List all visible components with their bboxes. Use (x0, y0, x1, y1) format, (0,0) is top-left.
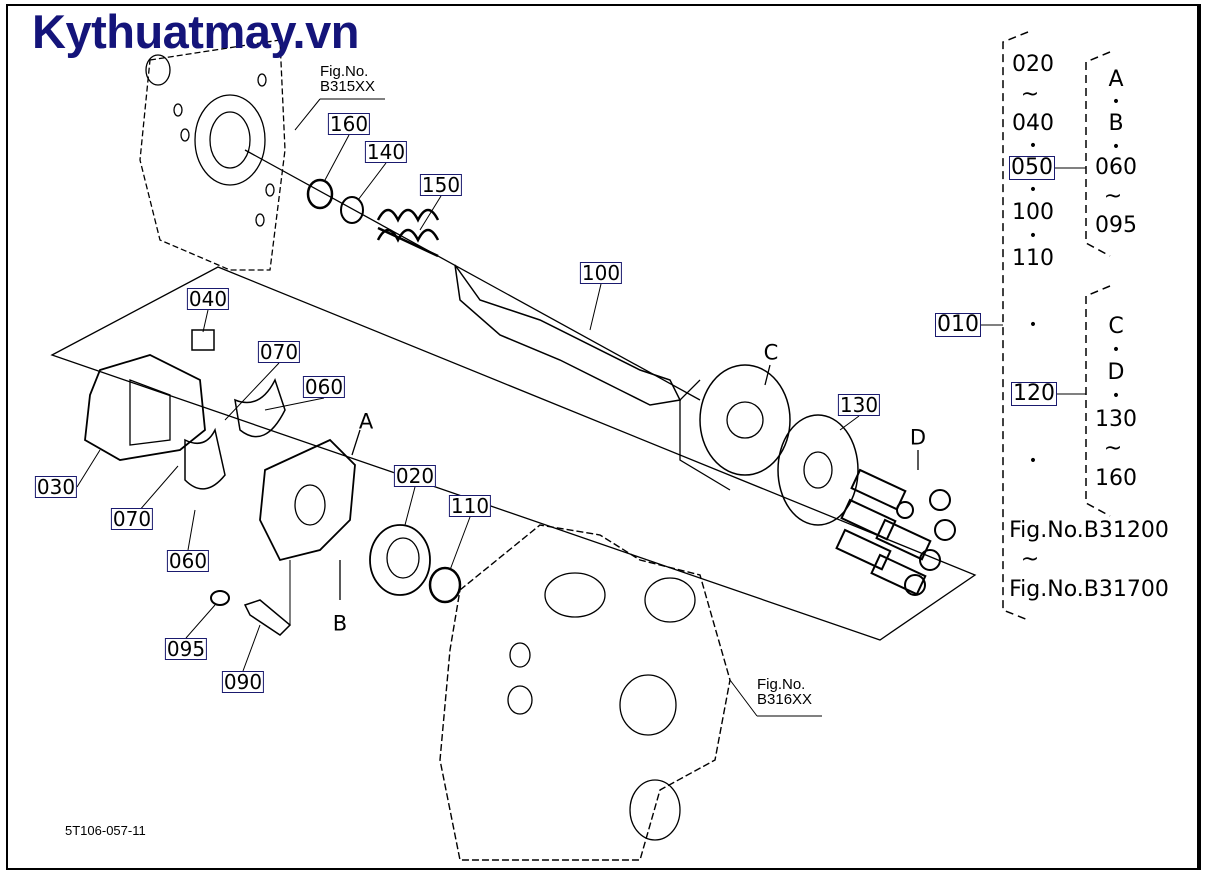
fig-range-tilde: ~ (1020, 547, 1040, 572)
spring-150 (376, 208, 440, 258)
fig-ref-bottom[interactable]: Fig.No.B316XX (757, 676, 813, 708)
fig-ref-top[interactable]: Fig.No.B315XX (320, 63, 376, 95)
group-outline (50, 266, 977, 641)
legend-group1-item: ~ (1103, 184, 1123, 209)
legend-item: 100 (1012, 200, 1054, 225)
legend-group1-item: • (1111, 139, 1121, 155)
nut-040 (191, 329, 215, 351)
part-label-070[interactable]: 070 (110, 507, 154, 531)
o-ring-095 (210, 590, 230, 606)
legend-group1-item: 095 (1095, 213, 1137, 238)
part-label-160[interactable]: 160 (327, 112, 371, 136)
seat-060 (184, 378, 286, 490)
legend-item: • (1028, 138, 1038, 154)
watermark-logo: Kythuatmay.vn (32, 5, 359, 58)
pistons-d (835, 468, 956, 596)
legend-group2-item: 160 (1095, 466, 1137, 491)
cover-plate (139, 39, 286, 271)
legend-group2-item: D (1107, 360, 1125, 385)
legend-item: 110 (1012, 246, 1054, 271)
port-ring (145, 54, 171, 86)
part-label-070[interactable]: 070 (257, 340, 301, 364)
part-label-140[interactable]: 140 (364, 140, 408, 164)
legend-brackets (1002, 31, 1111, 621)
legend-item: ~ (1020, 82, 1040, 107)
shaft-100 (454, 264, 682, 406)
part-label-095[interactable]: 095 (164, 637, 208, 661)
part-label-030[interactable]: 030 (34, 475, 78, 499)
part-label-060[interactable]: 060 (302, 375, 346, 399)
legend-group2-item: ~ (1103, 436, 1123, 461)
legend-group1-item: A (1108, 67, 1124, 92)
fig-range-end[interactable]: Fig.No.B31700 (1009, 577, 1169, 602)
axis-line (244, 149, 701, 401)
legend-item: • (1028, 453, 1038, 469)
valve-plate-130 (777, 414, 859, 526)
swash-plate-ring (194, 94, 266, 186)
part-label-100[interactable]: 100 (579, 261, 623, 285)
letter-d: D (909, 425, 927, 450)
holder-030 (84, 354, 206, 461)
fig-range-start[interactable]: Fig.No.B31200 (1009, 518, 1169, 543)
letter-a: A (358, 409, 374, 434)
main-housing (439, 524, 731, 861)
legend-label-050[interactable]: 050 (1009, 155, 1055, 180)
part-label-150[interactable]: 150 (419, 173, 463, 197)
cylinder-block (699, 364, 791, 476)
legend-item: 040 (1012, 111, 1054, 136)
legend-label-120[interactable]: 120 (1011, 381, 1057, 406)
legend-item: • (1028, 182, 1038, 198)
part-label-130[interactable]: 130 (837, 393, 881, 417)
part-label-060[interactable]: 060 (166, 549, 210, 573)
bearing-020 (369, 524, 431, 596)
legend-group1-item: B (1108, 111, 1124, 136)
part-label-110[interactable]: 110 (448, 494, 492, 518)
drawing-code: 5T106-057-11 (65, 823, 146, 838)
legend-item: • (1028, 317, 1038, 333)
washer-140 (340, 196, 364, 224)
letter-c: C (763, 340, 779, 365)
leader-a (339, 364, 919, 600)
legend-group2-item: C (1108, 314, 1124, 339)
snap-ring-160 (306, 178, 334, 210)
part-label-090[interactable]: 090 (221, 670, 265, 694)
legend-group2-item: • (1111, 342, 1121, 358)
legend-label-010[interactable]: 010 (935, 312, 981, 337)
cradle-a (259, 438, 356, 562)
legend-item: • (1028, 228, 1038, 244)
legend-group2-item: • (1111, 388, 1121, 404)
snap-ring-110 (428, 566, 462, 604)
bolt-090 (243, 599, 292, 636)
legend-group1-item: • (1111, 94, 1121, 110)
legend-group2-item: 130 (1095, 407, 1137, 432)
legend-item: 020 (1012, 52, 1054, 77)
part-label-020[interactable]: 020 (393, 464, 437, 488)
leader-lines (76, 98, 1086, 717)
letter-b: B (332, 611, 348, 636)
legend-group1-item: 060 (1095, 155, 1137, 180)
drawing-frame (6, 4, 1201, 870)
part-label-040[interactable]: 040 (186, 287, 230, 311)
